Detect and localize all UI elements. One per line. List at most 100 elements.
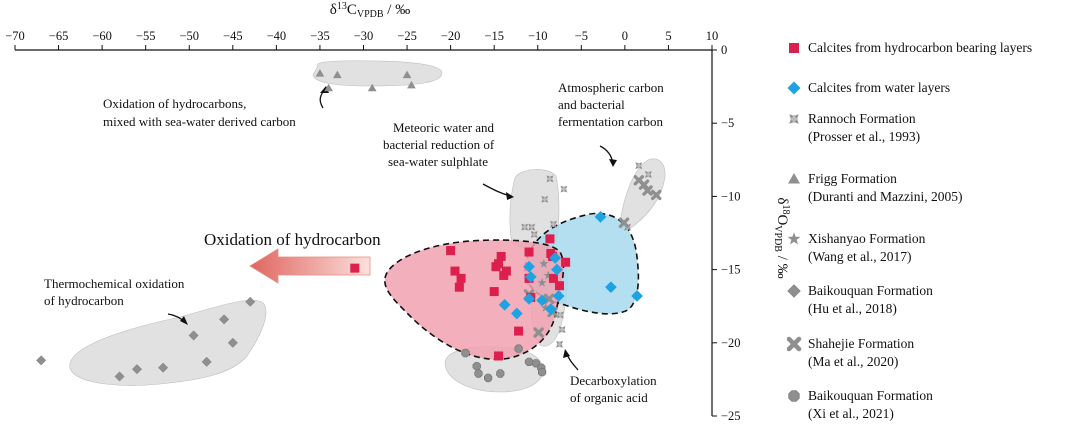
oxidation-arrow-shape bbox=[249, 248, 371, 284]
series-2 bbox=[521, 162, 652, 348]
legend-citation: (Xi et al., 2021) bbox=[808, 406, 894, 421]
data-point bbox=[501, 266, 511, 276]
x-tick-label: −40 bbox=[267, 29, 287, 43]
data-point bbox=[594, 211, 607, 223]
hydrocarbon-layer-field bbox=[384, 239, 565, 361]
data-point bbox=[158, 362, 169, 373]
y-axis-label: δ18OVPDB / ‰ bbox=[772, 197, 791, 278]
annotation-meteoric-3: sea-water sulphlate bbox=[388, 154, 488, 169]
data-point bbox=[227, 337, 238, 348]
x-tick-label: −30 bbox=[354, 29, 374, 43]
data-point bbox=[642, 185, 653, 196]
y-tick-label: −25 bbox=[721, 409, 741, 423]
series-4 bbox=[537, 258, 553, 312]
data-point bbox=[537, 367, 547, 377]
data-point bbox=[315, 69, 325, 77]
data-markers bbox=[36, 69, 662, 383]
legend-marker bbox=[786, 336, 802, 352]
pointer-meteoric-head bbox=[506, 192, 514, 200]
x-tick-label: 10 bbox=[706, 29, 719, 43]
data-point bbox=[324, 83, 333, 92]
annotation-oxidation-hydrocarbon: Oxidation of hydrocarbon bbox=[204, 230, 381, 249]
data-point bbox=[523, 293, 535, 305]
thermochemical-field bbox=[69, 299, 267, 386]
legend-marker bbox=[788, 390, 800, 402]
data-point bbox=[510, 307, 523, 320]
data-point bbox=[489, 287, 499, 297]
data-point bbox=[548, 273, 558, 283]
cross-stroke-b bbox=[633, 175, 645, 186]
star4-core bbox=[531, 231, 538, 238]
data-point bbox=[556, 311, 564, 319]
oxidation-arrow bbox=[249, 248, 371, 284]
star4-core bbox=[635, 162, 643, 169]
data-point bbox=[350, 263, 360, 273]
series-3 bbox=[315, 69, 416, 92]
data-point bbox=[552, 290, 565, 302]
data-point bbox=[524, 247, 534, 257]
cross-stroke-b bbox=[642, 185, 653, 196]
data-point bbox=[546, 175, 554, 183]
cross-stroke-b bbox=[618, 217, 630, 228]
data-point bbox=[402, 70, 412, 79]
data-point bbox=[114, 371, 125, 382]
tick-marks bbox=[14, 45, 717, 417]
legend-citation: (Wang et al., 2017) bbox=[808, 249, 912, 264]
star4-core bbox=[556, 341, 563, 348]
legend-label: Xishanyao Formation bbox=[808, 231, 926, 246]
star4-core bbox=[645, 171, 652, 178]
data-point bbox=[494, 259, 504, 269]
pointer-thermo-head bbox=[180, 316, 188, 325]
data-point bbox=[618, 217, 630, 228]
data-point bbox=[494, 351, 504, 361]
x-tick-label: −55 bbox=[136, 29, 156, 43]
legend-label: Calcites from hydrocarbon bearing layers bbox=[808, 40, 1032, 55]
data-point bbox=[524, 271, 537, 283]
data-point bbox=[36, 355, 47, 366]
legend-label: Frigg Formation bbox=[808, 171, 897, 186]
data-point bbox=[533, 327, 544, 338]
data-point bbox=[631, 290, 643, 302]
cross-stroke-b bbox=[786, 336, 802, 352]
legend-marker bbox=[788, 173, 800, 184]
legend-label: Calcites from water layers bbox=[808, 80, 950, 95]
annotation-decarbox-1: Decarboxylation bbox=[570, 373, 657, 388]
data-point bbox=[644, 170, 652, 178]
x-tick-label: −5 bbox=[575, 29, 588, 43]
legend-citation: (Duranti and Mazzini, 2005) bbox=[808, 189, 962, 204]
data-point bbox=[188, 330, 199, 341]
legend-citation: (Hu et al., 2018) bbox=[808, 301, 897, 316]
data-point bbox=[555, 281, 565, 291]
data-point bbox=[483, 373, 493, 383]
x-tick-label: 0 bbox=[622, 29, 628, 43]
legend-citation: (Prosser et al., 1993) bbox=[808, 129, 920, 144]
pointer-decarbox-head bbox=[563, 349, 570, 358]
data-point bbox=[474, 369, 483, 378]
legend-label: Rannoch Formation bbox=[808, 111, 916, 126]
data-point bbox=[407, 80, 416, 89]
annotation-oxidation-mixed-2: mixed with sea-water derived carbon bbox=[103, 114, 296, 129]
data-point bbox=[551, 263, 563, 276]
x-tick-label: −60 bbox=[92, 29, 112, 43]
pointer-atmos-head bbox=[609, 159, 617, 167]
x-tick-label: −65 bbox=[49, 29, 69, 43]
data-point bbox=[461, 348, 470, 358]
data-point bbox=[543, 270, 553, 280]
y-tick-label: −5 bbox=[721, 116, 734, 130]
data-point bbox=[544, 303, 557, 315]
series-1 bbox=[498, 211, 643, 320]
data-point bbox=[549, 220, 557, 228]
annotation-atmospheric-2: and bacterial bbox=[558, 97, 625, 112]
y-tick-label: −20 bbox=[721, 336, 741, 350]
cross-stroke-b bbox=[651, 189, 662, 201]
data-point bbox=[528, 223, 536, 231]
legend-marker bbox=[787, 284, 801, 298]
legend-marker bbox=[787, 232, 801, 245]
star4-core bbox=[789, 114, 799, 124]
y-tick-label: 0 bbox=[721, 43, 727, 57]
legend-marker bbox=[787, 81, 801, 95]
legend-label: Baikouquan Formation bbox=[808, 388, 933, 403]
x-tick-label: −35 bbox=[310, 29, 330, 43]
data-point bbox=[367, 83, 377, 92]
